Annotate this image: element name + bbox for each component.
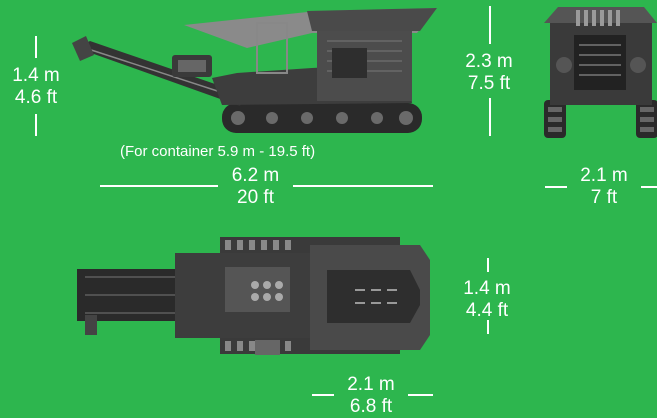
top-width-m: 1.4 m bbox=[463, 278, 511, 299]
front-height-m: 2.3 m bbox=[465, 51, 513, 72]
front-height-line-bottom bbox=[489, 98, 491, 136]
top-length-line-right bbox=[408, 394, 433, 396]
top-length-m: 2.1 m bbox=[347, 374, 395, 395]
side-height-label: 1.4 m 4.6 ft bbox=[0, 65, 72, 109]
side-height-line-top bbox=[35, 36, 37, 58]
side-view-machine-drawing bbox=[72, 8, 437, 133]
side-length-ft: 20 ft bbox=[237, 187, 274, 208]
top-width-ft: 4.4 ft bbox=[465, 300, 509, 321]
container-note: (For container 5.9 m - 19.5 ft) bbox=[120, 143, 316, 160]
top-length-line-left bbox=[312, 394, 334, 396]
top-length-ft: 6.8 ft bbox=[349, 396, 393, 417]
top-width-line-top bbox=[487, 258, 489, 272]
top-view-machine-drawing bbox=[77, 237, 430, 355]
top-width-label: 1.4 m 4.4 ft bbox=[450, 278, 524, 322]
front-height-ft: 7.5 ft bbox=[467, 73, 511, 94]
side-length-m: 6.2 m bbox=[231, 165, 280, 186]
front-width-m: 2.1 m bbox=[580, 165, 628, 186]
side-height-m: 1.4 m bbox=[12, 65, 60, 86]
side-height-line-bottom bbox=[35, 114, 37, 136]
side-length-line-right bbox=[293, 185, 433, 187]
front-width-label: 2.1 m 7 ft bbox=[567, 165, 641, 209]
side-height-ft: 4.6 ft bbox=[14, 87, 58, 108]
top-length-label: 2.1 m 6.8 ft bbox=[334, 374, 408, 418]
front-width-line-right bbox=[641, 186, 657, 188]
front-height-line-top bbox=[489, 6, 491, 44]
front-view-machine-drawing bbox=[544, 7, 657, 138]
side-length-label: 6.2 m 20 ft bbox=[218, 165, 293, 209]
side-length-line-left bbox=[100, 185, 218, 187]
side-track bbox=[222, 103, 422, 133]
front-width-line-left bbox=[545, 186, 567, 188]
front-height-label: 2.3 m 7.5 ft bbox=[452, 51, 526, 95]
front-width-ft: 7 ft bbox=[590, 187, 618, 208]
top-width-line-bottom bbox=[487, 320, 489, 334]
